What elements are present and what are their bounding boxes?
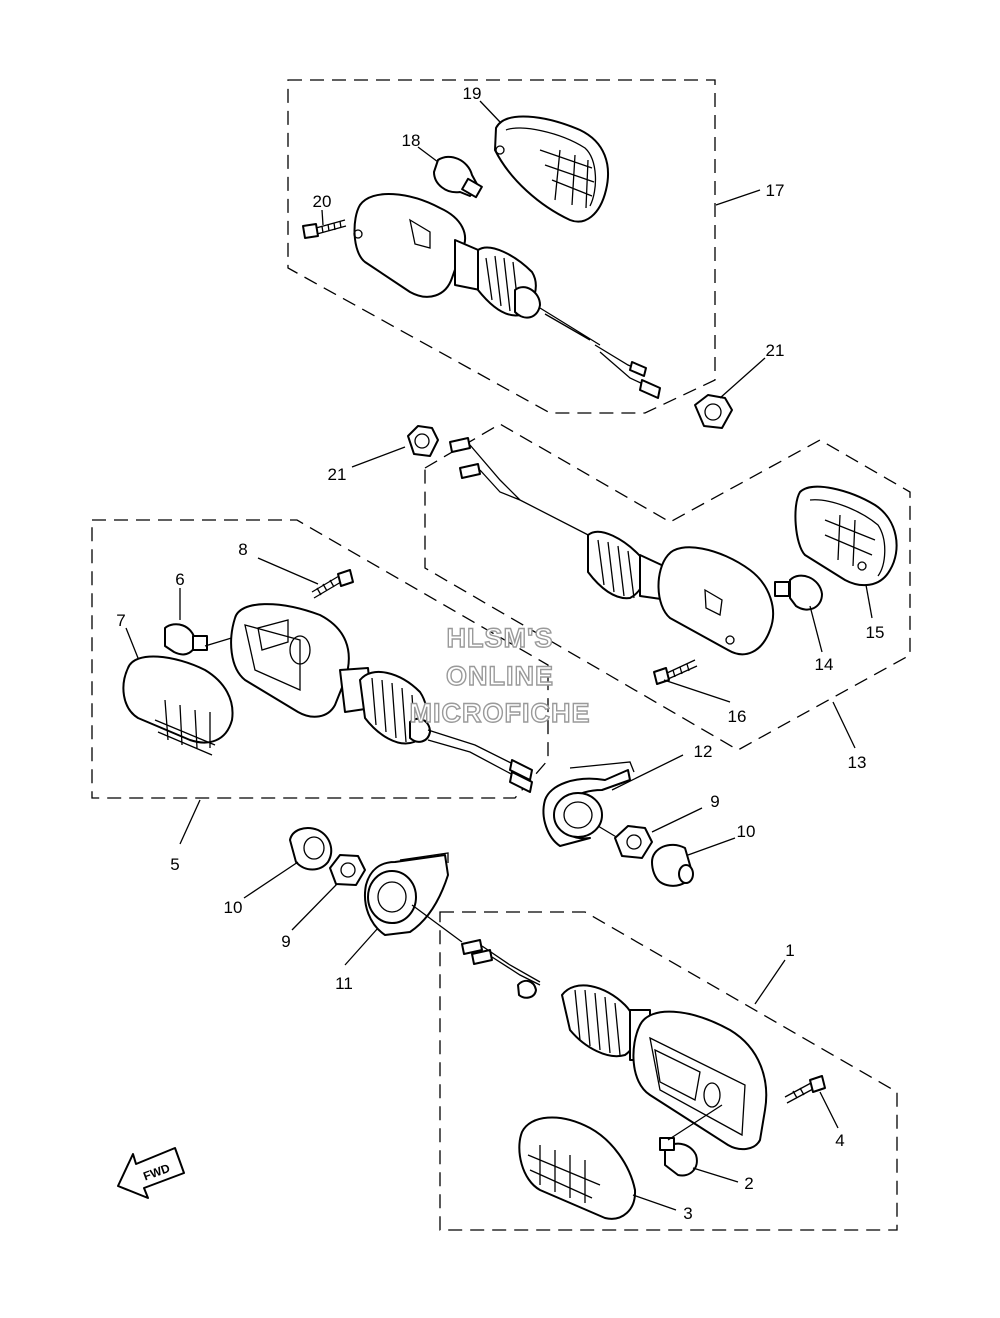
assembly-13-boundary bbox=[424, 423, 911, 751]
callout-10-right: 10 bbox=[737, 822, 756, 841]
callout-8: 8 bbox=[238, 540, 247, 559]
callout-14: 14 bbox=[815, 655, 834, 674]
bulb-14 bbox=[774, 574, 823, 653]
callout-15: 15 bbox=[866, 623, 885, 642]
callout-6: 6 bbox=[175, 570, 184, 589]
nut-9-right bbox=[614, 807, 703, 859]
watermark: HLSM'S ONLINE MICROFICHE bbox=[409, 622, 591, 728]
callout-20: 20 bbox=[313, 192, 332, 211]
watermark-line-1: HLSM'S bbox=[447, 623, 554, 653]
callout-18: 18 bbox=[402, 131, 421, 150]
callout-19: 19 bbox=[463, 84, 482, 103]
callout-9-right: 9 bbox=[710, 792, 719, 811]
watermark-line-3: MICROFICHE bbox=[410, 698, 591, 728]
callout-16: 16 bbox=[728, 707, 747, 726]
screw-20 bbox=[302, 219, 347, 239]
callout-2: 2 bbox=[744, 1174, 753, 1193]
bulb-2 bbox=[659, 1104, 739, 1183]
assembly-13-flasher bbox=[424, 423, 911, 751]
callout-12: 12 bbox=[694, 742, 713, 761]
screw-4 bbox=[784, 1075, 839, 1129]
forward-direction-arrow-icon: FWD bbox=[117, 1147, 185, 1199]
callout-7: 7 bbox=[116, 611, 125, 630]
lens-19 bbox=[494, 115, 610, 223]
assembly-1-boundary bbox=[439, 911, 898, 1231]
bulb-18 bbox=[433, 155, 483, 199]
callout-21-left: 21 bbox=[328, 465, 347, 484]
cap-10-right bbox=[651, 837, 736, 887]
watermark-line-2: ONLINE bbox=[446, 661, 554, 691]
screw-16 bbox=[653, 659, 731, 703]
assembly-17-boundary bbox=[287, 79, 716, 414]
callout-10-left: 10 bbox=[224, 898, 243, 917]
assembly-17-rear-left-flasher bbox=[287, 79, 761, 414]
screw-8 bbox=[257, 557, 354, 599]
stay-11 bbox=[344, 852, 463, 966]
nut-21-left bbox=[351, 425, 439, 468]
callout-labels: 1 2 3 4 5 6 7 8 9 9 10 10 11 12 13 14 15… bbox=[116, 84, 884, 1223]
bulb-6 bbox=[164, 588, 259, 656]
assembly-1-flasher bbox=[439, 911, 898, 1231]
callout-17: 17 bbox=[766, 181, 785, 200]
stay-12 bbox=[542, 754, 684, 847]
callout-5: 5 bbox=[170, 855, 179, 874]
lens-7 bbox=[122, 627, 234, 756]
assembly-5-boundary bbox=[91, 519, 549, 799]
callout-21-right: 21 bbox=[766, 341, 785, 360]
nut-21-right bbox=[694, 357, 766, 429]
nut-9-left bbox=[291, 854, 366, 931]
callout-3: 3 bbox=[683, 1204, 692, 1223]
cap-10-left bbox=[243, 827, 333, 899]
callout-11: 11 bbox=[335, 974, 353, 993]
lens-15 bbox=[794, 485, 898, 619]
assembly-5-flasher bbox=[91, 519, 549, 845]
callout-4: 4 bbox=[835, 1131, 844, 1150]
callout-9-left: 9 bbox=[281, 932, 290, 951]
callout-13: 13 bbox=[848, 753, 867, 772]
flasher-housing-17 bbox=[353, 193, 661, 399]
callout-1: 1 bbox=[785, 941, 794, 960]
lens-3 bbox=[518, 1116, 677, 1220]
